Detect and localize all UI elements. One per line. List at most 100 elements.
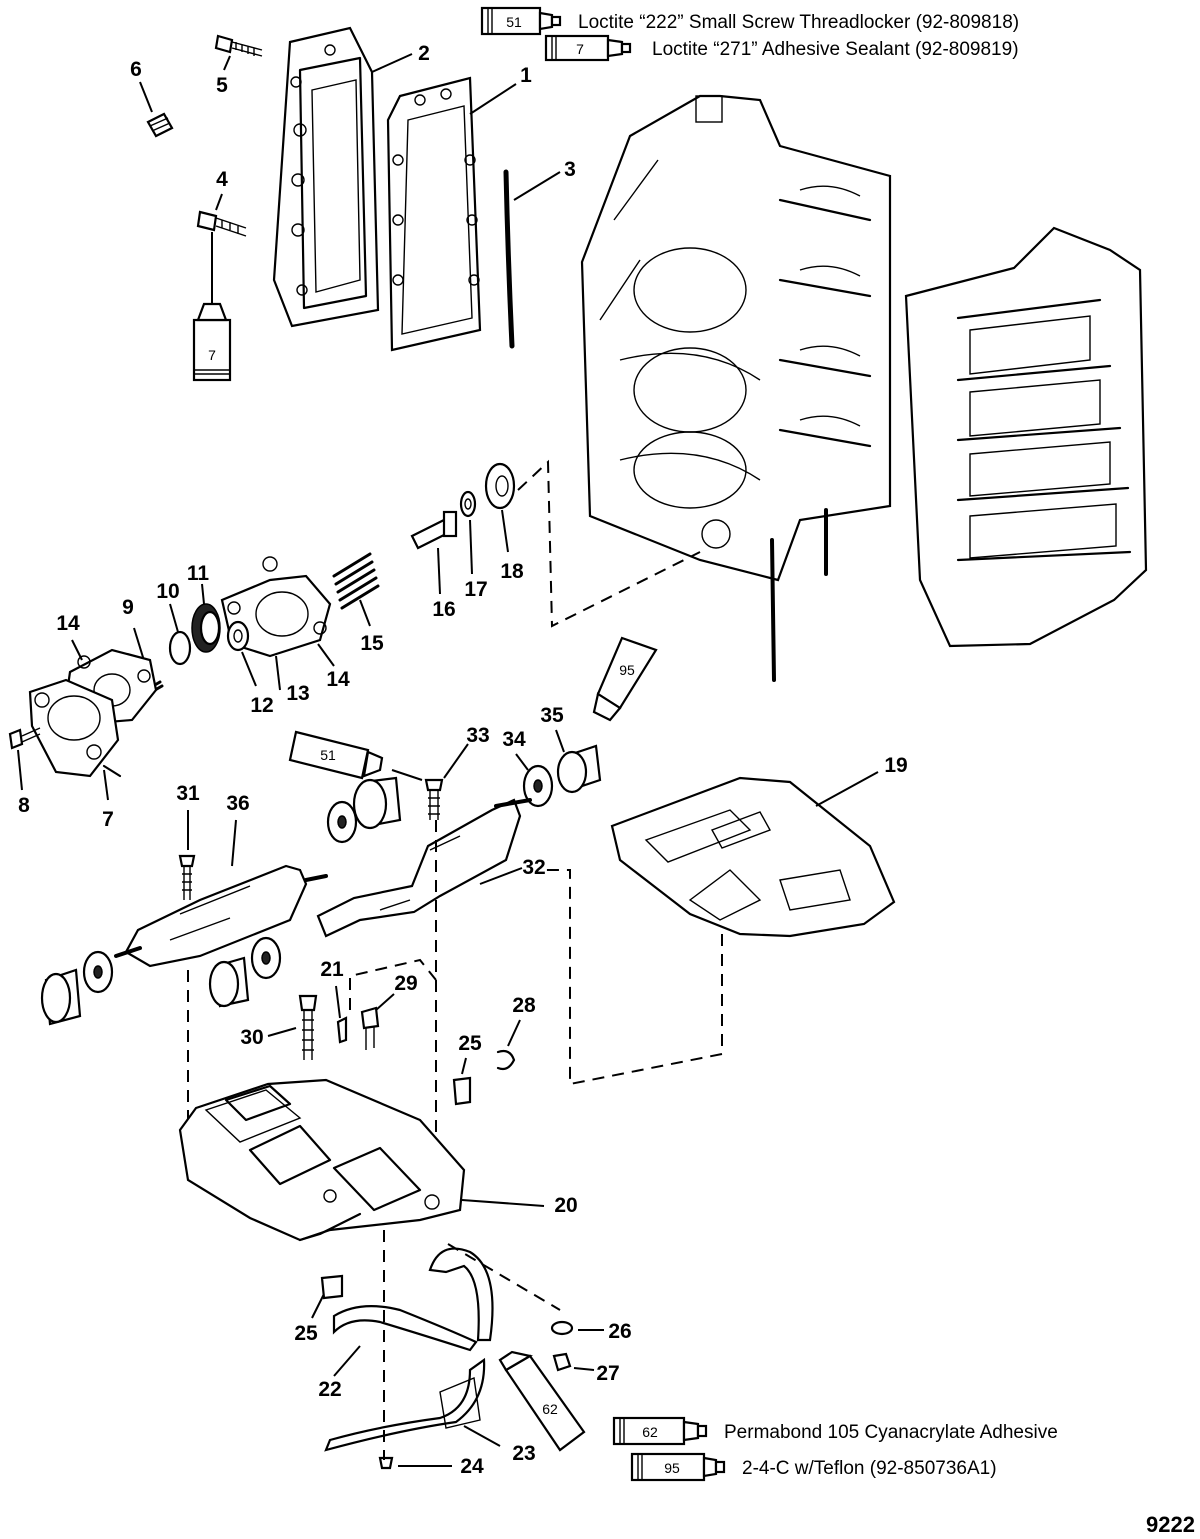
part-3-seal-strip (503, 169, 515, 349)
callout-11: 11 (187, 562, 210, 585)
callout-15: 15 (360, 632, 384, 655)
callout-3: 3 (564, 158, 576, 181)
legend-entry-loctite-222: 51 Loctite “222” Small Screw Threadlocke… (480, 6, 1019, 36)
tube-95-icon: 95 (592, 636, 658, 722)
callout-14: 14 (326, 668, 350, 691)
part-20-adapter-plate (178, 1078, 466, 1242)
callout-7: 7 (102, 808, 114, 831)
part-11-thermostat (191, 603, 221, 653)
callout-13: 13 (286, 682, 309, 705)
callout-6: 6 (130, 58, 142, 81)
part-7-thermostat-cover (28, 678, 122, 778)
callout-29: 29 (394, 972, 417, 995)
svg-text:51: 51 (506, 14, 522, 30)
figure-id: 9222 (1146, 1512, 1195, 1537)
callout-14: 14 (56, 612, 80, 635)
legend-text-loctite-222: Loctite “222” Small Screw Threadlocker (… (578, 12, 1019, 33)
part-15-spring (332, 552, 380, 610)
part-12-washer (226, 620, 250, 652)
part-8-screw (8, 727, 41, 750)
part-4-screw (196, 210, 247, 237)
crankcase-cylinder-block (580, 94, 892, 682)
tube-62-icon: 62 (498, 1350, 586, 1452)
svg-text:51: 51 (320, 747, 336, 763)
part-26-washer (550, 1320, 574, 1336)
part-30-screw (298, 994, 318, 1060)
part-16-fitting (410, 510, 458, 550)
cylinder-block-right (904, 226, 1148, 648)
callout-28: 28 (512, 994, 536, 1017)
callout-26: 26 (608, 1320, 631, 1343)
callout-21: 21 (320, 958, 344, 981)
svg-text:62: 62 (542, 1401, 558, 1417)
part-32-bracket (316, 798, 532, 938)
part-17-washer (459, 490, 477, 518)
part-36-bracket (114, 864, 328, 968)
tube-51-icon-mid: 51 (288, 730, 384, 780)
callout-31: 31 (176, 782, 200, 805)
mount-lower-middle (208, 936, 282, 1008)
part-28-clip (496, 1049, 516, 1071)
part-25-grommet-bottom (320, 1274, 344, 1300)
part-31-screw (178, 854, 196, 900)
mount-upper-middle (326, 776, 402, 844)
callout-23: 23 (512, 1442, 535, 1465)
part-19-gasket (610, 776, 896, 938)
callout-25: 25 (458, 1032, 482, 1055)
callout-34: 34 (502, 728, 526, 751)
svg-text:7: 7 (208, 347, 216, 363)
part-24-screw (378, 1456, 394, 1470)
callout-24: 24 (460, 1455, 484, 1478)
callout-2: 2 (418, 42, 430, 65)
part-25-grommet-top (452, 1076, 472, 1106)
tube-62-legend-icon: 62 (612, 1416, 708, 1446)
tube-7-left-icon: 7 (192, 302, 232, 382)
part-5-screw (214, 34, 263, 57)
mount-lower-left (40, 950, 114, 1026)
tube-7-icon: 7 (544, 34, 632, 62)
callout-35: 35 (540, 704, 564, 727)
part-29-screw (360, 1006, 380, 1050)
callout-36: 36 (226, 792, 249, 815)
part-1-gasket (386, 76, 482, 352)
legend-entry-permabond: 62 Permabond 105 Cyanacrylate Adhesive (612, 1416, 1058, 1446)
part-34-washer (522, 764, 554, 808)
callout-22: 22 (318, 1378, 341, 1401)
callout-25: 25 (294, 1322, 318, 1345)
callout-10: 10 (156, 580, 179, 603)
callout-20: 20 (554, 1194, 577, 1217)
svg-text:95: 95 (619, 662, 635, 678)
tube-51-icon: 51 (480, 6, 562, 36)
legend-text-2-4-c: 2-4-C w/Teflon (92-850736A1) (742, 1458, 997, 1479)
callout-32: 32 (522, 856, 545, 879)
part-10-disc (168, 630, 192, 666)
callout-17: 17 (464, 578, 487, 601)
part-23-seal-lower (324, 1357, 486, 1452)
legend-text-loctite-271: Loctite “271” Adhesive Sealant (92-80981… (652, 39, 1019, 60)
callout-19: 19 (884, 754, 907, 777)
callout-8: 8 (18, 794, 30, 817)
legend-entry-loctite-271: 7 Loctite “271” Adhesive Sealant (92-809… (544, 34, 1019, 62)
callout-16: 16 (432, 598, 455, 621)
callout-33: 33 (466, 724, 489, 747)
part-35-mount (556, 744, 602, 794)
callout-1: 1 (520, 64, 532, 87)
part-18-seal (484, 462, 516, 510)
callout-30: 30 (240, 1026, 263, 1049)
legend-text-permabond: Permabond 105 Cyanacrylate Adhesive (724, 1422, 1058, 1443)
callout-5: 5 (216, 74, 228, 97)
legend-entry-2-4-c: 95 2-4-C w/Teflon (92-850736A1) (630, 1452, 997, 1482)
callout-27: 27 (596, 1362, 619, 1385)
part-21-clip (336, 1016, 348, 1044)
callout-4: 4 (216, 168, 228, 191)
tube-95-legend-icon: 95 (630, 1452, 726, 1482)
callout-12: 12 (250, 694, 273, 717)
part-33-screw (424, 778, 444, 820)
part-22-seal-upper (332, 1247, 494, 1352)
part-2-divider-plate (272, 26, 380, 328)
callout-9: 9 (122, 596, 134, 619)
svg-text:62: 62 (642, 1424, 658, 1440)
part-27-nut (552, 1352, 572, 1372)
svg-text:95: 95 (664, 1460, 680, 1476)
